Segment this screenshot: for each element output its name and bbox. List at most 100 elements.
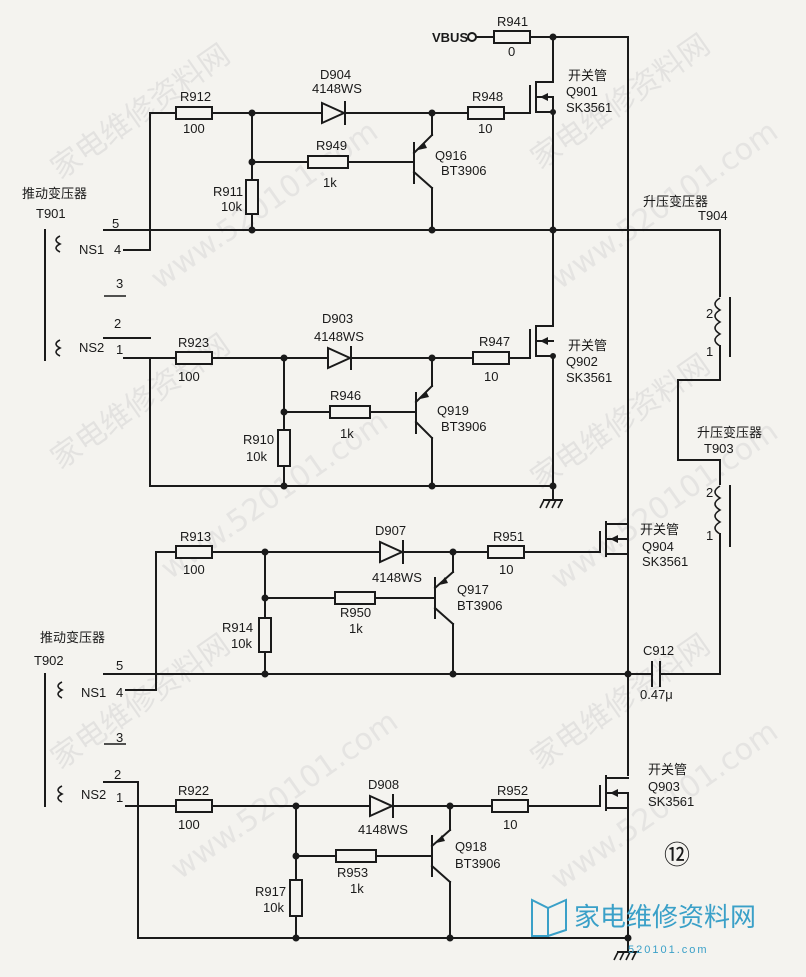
q903-type: 开关管 [648,763,687,778]
diode-d907 [379,540,405,564]
resistor-r946 [329,405,371,419]
diode-d908 [369,794,395,818]
r951-label: R951 [493,529,524,544]
q917-part: BT3906 [457,598,503,613]
q902-label: Q902 [566,354,598,369]
r912-label: R912 [180,89,211,104]
stage-q904: R913 100 D907 4148WS R951 10 开关管 Q904 SK… [127,521,721,776]
r949-label: R949 [316,138,347,153]
r914-value: 10k [231,636,252,651]
q904-type: 开关管 [640,523,679,538]
t901-pin4: 4 [114,242,121,257]
q919-part: BT3906 [441,419,487,434]
d903-label: D903 [322,311,353,326]
vbus-label: VBUS [432,30,468,45]
vbus-terminal [467,32,477,42]
t902-ns1: NS1 [81,685,106,700]
q901-part: SK3561 [566,100,612,115]
d907-label: D907 [375,523,406,538]
q901-type: 开关管 [568,69,607,84]
board-number: ⑫ [664,841,690,871]
q917-label: Q917 [457,582,489,597]
t904-pin2: 2 [706,306,713,321]
q902-type: 开关管 [568,339,607,354]
r913-value: 100 [183,562,205,577]
q918-label: Q918 [455,839,487,854]
resistor-r914 [258,617,272,653]
t903-label: T903 [704,441,734,456]
t902-ns2: NS2 [81,787,106,802]
t904-label: T904 [698,208,728,223]
r922-value: 100 [178,817,200,832]
stage-q902: R923 100 D903 4148WS R947 10 开关管 Q902 SK… [149,229,612,509]
resistor-r917 [289,879,303,917]
r912-value: 100 [183,121,205,136]
logo-text: 家电维修资料网 [574,903,756,933]
r950-label: R950 [340,605,371,620]
t902-pin1: 1 [116,790,123,805]
r946-value: 1k [340,426,354,441]
r953-value: 1k [350,881,364,896]
d907-value: 4148WS [372,570,422,585]
resistor-r941 [493,30,531,44]
resistor-r952 [491,799,529,813]
r923-label: R923 [178,335,209,350]
resistor-r910 [277,429,291,467]
r946-label: R946 [330,388,361,403]
t903-pin2: 2 [706,485,713,500]
resistor-r953 [335,849,377,863]
q901-label: Q901 [566,84,598,99]
r922-label: R922 [178,783,209,798]
t902-name: 推动变压器 [40,630,105,646]
r952-label: R952 [497,783,528,798]
diode-d904 [321,101,347,125]
t904-pin1: 1 [706,344,713,359]
r914-label: R914 [222,620,253,635]
q904-label: Q904 [642,539,674,554]
t901-pin5: 5 [112,216,119,231]
stage-q903: R922 100 D908 4148WS R952 10 开关管 Q903 SK… [137,763,694,961]
q918-part: BT3906 [455,856,501,871]
resistor-r949 [307,155,349,169]
t902-pin2: 2 [114,767,121,782]
t901-pin1: 1 [116,342,123,357]
q916-part: BT3906 [441,163,487,178]
resistor-r922 [175,799,213,813]
watermark-url-1: www.520101.com [145,114,385,297]
t901-ns1: NS1 [79,242,104,257]
r947-value: 10 [484,369,498,384]
transformer-t904: 升压变压器 T904 2 1 [643,194,731,461]
r911-value: 10k [221,199,242,214]
r952-value: 10 [503,817,517,832]
q903-part: SK3561 [648,794,694,809]
r941-value: 0 [508,44,515,59]
d908-label: D908 [368,777,399,792]
q904-part: SK3561 [642,554,688,569]
c912-label: C912 [643,643,674,658]
r923-value: 100 [178,369,200,384]
c912-value: 0.47μ [640,687,673,702]
logo-url: 520101.com [628,944,709,956]
transformer-t903: 升压变压器 T903 2 1 [677,425,762,675]
t901-ns2: NS2 [79,340,104,355]
t901-pin3: 3 [116,276,123,291]
d904-label: D904 [320,67,351,82]
transformer-t902: 推动变压器 T902 NS1 5 4 3 NS2 2 1 [34,630,177,939]
r917-label: R917 [255,884,286,899]
site-logo: 家电维修资料网 520101.com [531,898,756,956]
resistor-r911 [245,179,259,215]
stage-q901: VBUS R941 0 开关管 Q901 SK3561 R912 100 D90… [127,14,721,541]
r949-value: 1k [323,175,337,190]
d908-value: 4148WS [358,822,408,837]
d903-value: 4148WS [314,329,364,344]
r947-label: R947 [479,334,510,349]
r950-value: 1k [349,621,363,636]
watermark-cn-5: 家电维修资料网 [45,627,237,776]
r910-label: R910 [243,432,274,447]
transformer-t901: 推动变压器 T901 NS1 5 4 3 NS2 2 1 [22,186,151,361]
t902-pin4: 4 [116,685,123,700]
r911-label: R911 [213,184,243,199]
r948-label: R948 [472,89,503,104]
r941-label: R941 [497,14,528,29]
